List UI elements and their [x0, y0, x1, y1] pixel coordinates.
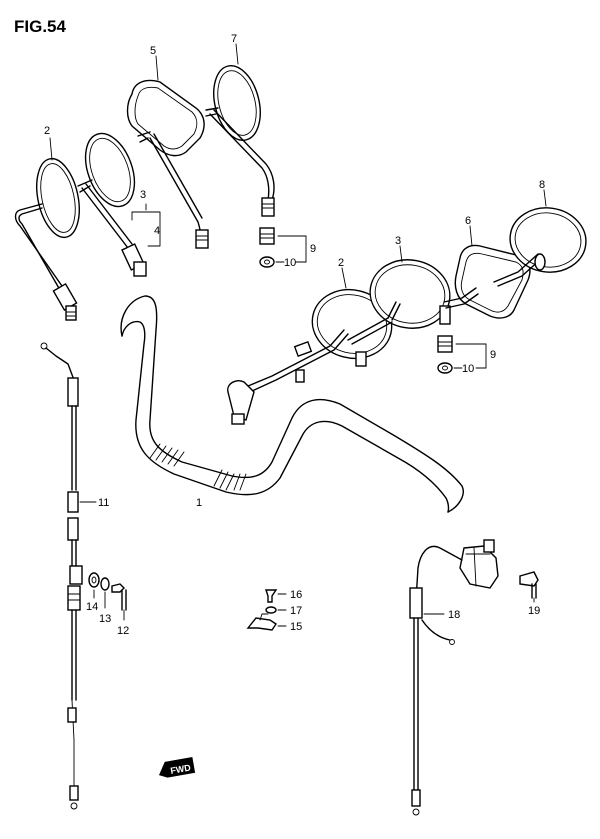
callout-14: 14	[86, 601, 98, 613]
callout-12: 12	[117, 625, 129, 637]
choke-cable	[409, 539, 499, 816]
forward-direction-badge: FWD	[158, 756, 196, 778]
callout-6: 6	[465, 215, 471, 227]
nut-washer-right	[437, 335, 487, 374]
throttle-cable	[40, 342, 83, 810]
mirror-round-far-right	[493, 207, 587, 287]
callout-7: 7	[231, 33, 237, 45]
callout-13: 13	[99, 613, 111, 625]
callout-10-right: 10	[462, 363, 474, 375]
mirror-round-center-right	[347, 259, 451, 345]
callout-2-right: 2	[338, 257, 344, 269]
callout-15: 15	[290, 621, 302, 633]
fwd-label: FWD	[170, 762, 192, 775]
callout-1: 1	[196, 497, 202, 509]
handlebar	[120, 295, 464, 513]
mirror-round-center-left	[77, 132, 147, 277]
nut-washer-left	[259, 227, 307, 268]
callout-8: 8	[539, 179, 545, 191]
mirror-round-top	[205, 65, 275, 217]
screw-washer-set	[88, 572, 127, 621]
figure-title: FIG.54	[14, 17, 67, 36]
callout-10-left: 10	[284, 257, 296, 269]
callout-2-left: 2	[44, 125, 50, 137]
bracket-set	[246, 589, 287, 631]
callout-17: 17	[290, 605, 302, 617]
mirror-rect-left	[126, 79, 209, 249]
callout-3-left: 3	[140, 189, 146, 201]
callout-3-right: 3	[395, 235, 401, 247]
callout-9-left: 9	[310, 243, 316, 255]
mirror-round-right	[227, 288, 393, 425]
switch-screw	[519, 571, 539, 603]
callout-5: 5	[150, 45, 156, 57]
callout-16: 16	[290, 589, 302, 601]
callout-9-right: 9	[490, 349, 496, 361]
callout-11: 11	[98, 497, 109, 509]
mirror-rect-right	[443, 244, 531, 319]
mirror-round-left	[14, 157, 80, 321]
callout-18: 18	[448, 609, 460, 621]
callout-4: 4	[154, 225, 160, 237]
callout-19: 19	[528, 605, 540, 617]
